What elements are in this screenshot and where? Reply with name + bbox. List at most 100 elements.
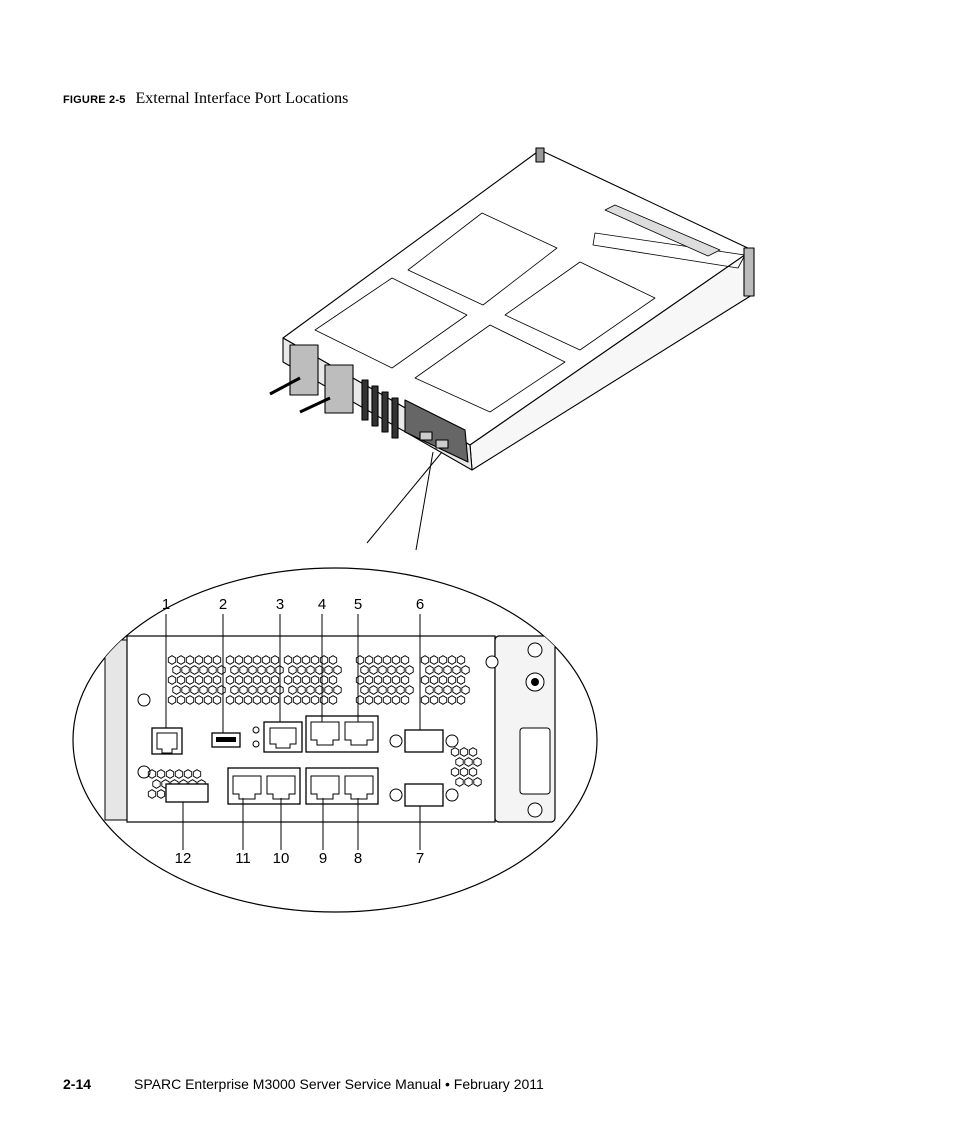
- vent-hole: [261, 675, 271, 685]
- bracket-screw: [531, 678, 539, 686]
- vent-hole: [234, 675, 244, 685]
- vent-hole: [438, 695, 448, 705]
- vent-hole: [443, 685, 452, 695]
- vent-hole: [199, 665, 208, 675]
- detail-view: [104, 635, 556, 823]
- vent-hole: [369, 685, 378, 695]
- rack-ear: [535, 147, 545, 163]
- vent-hole: [461, 685, 470, 695]
- panel-screw: [485, 655, 499, 669]
- vent-hole: [243, 675, 253, 685]
- vent-hole: [225, 695, 235, 705]
- vent-hole: [373, 675, 383, 685]
- usb-port: [211, 732, 241, 748]
- rear-io-port: [419, 431, 433, 441]
- vent-hole: [447, 695, 457, 705]
- vent-hole: [425, 685, 434, 695]
- panel-screw: [137, 765, 151, 779]
- vent-hole: [156, 769, 166, 779]
- vent-hole: [147, 789, 157, 799]
- footer-date: February 2011: [453, 1076, 544, 1092]
- lan-port-pair-left: [227, 767, 301, 805]
- vent-hole: [203, 675, 213, 685]
- callout-1: 1: [162, 596, 170, 613]
- manual-title: SPARC Enterprise M3000 Server Service Ma…: [134, 1076, 442, 1092]
- callouts-bottom: 12 11 10 9 8 7: [175, 850, 425, 867]
- vent-hole: [230, 685, 239, 695]
- callout-12: 12: [175, 850, 192, 867]
- vent-hole: [450, 747, 460, 757]
- vent-hole: [315, 665, 324, 675]
- lan-port-pair-upper: [305, 715, 379, 753]
- vent-hole: [252, 695, 262, 705]
- vent-hole: [172, 665, 181, 675]
- vent-hole: [185, 675, 195, 685]
- vent-hole: [425, 665, 434, 675]
- vent-hole: [203, 655, 213, 665]
- vent-hole: [443, 665, 452, 675]
- vent-hole: [464, 757, 473, 767]
- vent-hole: [459, 747, 469, 757]
- vent-hole: [190, 685, 199, 695]
- vent-hole: [292, 675, 302, 685]
- vent-hole: [396, 665, 405, 675]
- vent-hole: [438, 675, 448, 685]
- vent-hole: [176, 695, 186, 705]
- page-number: 2-14: [63, 1076, 92, 1092]
- vent-hole: [194, 675, 204, 685]
- vent-hole: [167, 675, 177, 685]
- callout-5: 5: [354, 596, 362, 613]
- vent-hole: [310, 655, 320, 665]
- vent-hole: [456, 655, 466, 665]
- vent-hole: [434, 665, 443, 675]
- left-wall: [104, 639, 128, 821]
- figure-title: External Interface Port Locations: [135, 90, 349, 107]
- vent-hole: [243, 655, 253, 665]
- vent-hole: [217, 685, 226, 695]
- vent-hole: [266, 665, 275, 675]
- vent-hole: [387, 665, 396, 675]
- vent-hole: [257, 665, 266, 675]
- vent-hole: [355, 675, 365, 685]
- vent-hole: [270, 655, 280, 665]
- vent-hole: [185, 655, 195, 665]
- power-supply: [289, 344, 319, 396]
- callout-2: 2: [219, 596, 227, 613]
- vent-hole: [167, 655, 177, 665]
- vent-hole: [248, 685, 257, 695]
- vent-hole: [181, 685, 190, 695]
- vent-hole: [364, 695, 374, 705]
- vent-hole: [248, 665, 257, 675]
- vent-hole: [473, 777, 482, 787]
- lid-panel: [314, 277, 468, 369]
- vent-hole: [355, 655, 365, 665]
- vent-hole: [301, 695, 311, 705]
- led: [252, 726, 260, 734]
- server-chassis: [269, 147, 755, 471]
- callout-3: 3: [276, 596, 284, 613]
- vent-hole: [319, 675, 329, 685]
- vent-hole: [270, 675, 280, 685]
- vent-hole: [283, 695, 293, 705]
- vent-hole: [364, 675, 374, 685]
- vent-hole: [208, 685, 217, 695]
- vent-hole: [382, 675, 392, 685]
- vent-hole: [234, 655, 244, 665]
- rear-io-panel: [404, 399, 469, 463]
- management-lan-port: [263, 721, 303, 753]
- vent-hole: [185, 695, 195, 705]
- vent-hole: [455, 777, 464, 787]
- vent-hole: [310, 695, 320, 705]
- vent-hole: [301, 675, 311, 685]
- vent-hole: [400, 655, 410, 665]
- vent-hole: [382, 655, 392, 665]
- footer-separator: •: [444, 1076, 450, 1092]
- vent-hole: [212, 675, 222, 685]
- vent-hole: [455, 757, 464, 767]
- vent-hole: [306, 665, 315, 675]
- vent-hole: [373, 655, 383, 665]
- vent-hole: [434, 685, 443, 695]
- power-cord: [269, 376, 301, 396]
- callout-7: 7: [416, 850, 424, 867]
- vent-hole: [387, 685, 396, 695]
